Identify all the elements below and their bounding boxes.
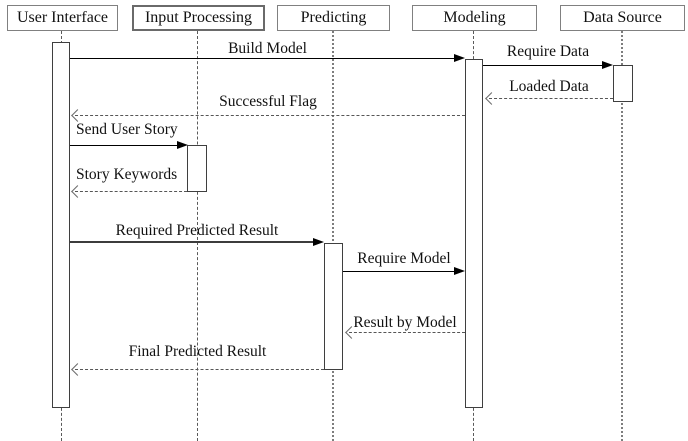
lifeline-predicting (332, 31, 334, 441)
message-label: Require Model (357, 250, 451, 267)
filled-arrowhead-right-icon (313, 238, 324, 246)
message-line (75, 115, 465, 116)
activation-modeling (465, 59, 483, 408)
message-label: Final Predicted Result (128, 343, 267, 360)
participant-label: Data Source (583, 9, 662, 26)
filled-arrowhead-right-icon (454, 54, 465, 62)
participant-label: Modeling (443, 9, 506, 26)
participant-user-interface: User Interface (7, 5, 118, 31)
participant-modeling: Modeling (412, 5, 537, 31)
message-label: Result by Model (353, 314, 457, 331)
participant-data-source: Data Source (560, 5, 685, 31)
message-label: Required Predicted Result (115, 222, 279, 239)
open-arrowhead-left-icon (71, 109, 84, 122)
message-line (489, 98, 613, 99)
filled-arrowhead-right-icon (177, 141, 188, 149)
message-line (75, 369, 324, 370)
participant-predicting: Predicting (277, 5, 390, 31)
message-line (349, 332, 465, 333)
open-arrowhead-left-icon (71, 185, 84, 198)
message-line (343, 271, 454, 272)
activation-input-processing (187, 145, 207, 192)
message-label: Loaded Data (509, 78, 589, 95)
message-label: Story Keywords (76, 166, 178, 183)
message-line (483, 65, 602, 66)
filled-arrowhead-right-icon (602, 61, 613, 69)
participant-label: Predicting (300, 9, 367, 26)
filled-arrowhead-right-icon (454, 267, 465, 275)
lifeline-input-processing (197, 31, 198, 441)
activation-data-source (613, 65, 633, 102)
participant-label: User Interface (16, 9, 109, 26)
lifeline-data-source (621, 31, 623, 441)
activation-predicting (324, 243, 343, 370)
message-line (70, 58, 454, 59)
message-label: Send User Story (76, 121, 178, 138)
message-line (75, 191, 187, 192)
open-arrowhead-left-icon (71, 363, 84, 376)
participant-input-processing: Input Processing (132, 5, 265, 31)
message-label: Build Model (228, 40, 307, 57)
message-label: Require Data (506, 43, 590, 60)
message-line (70, 145, 177, 146)
message-label: Successful Flag (219, 93, 317, 110)
participant-label: Input Processing (144, 9, 253, 26)
message-line (70, 241, 313, 243)
activation-user-interface (52, 42, 70, 408)
